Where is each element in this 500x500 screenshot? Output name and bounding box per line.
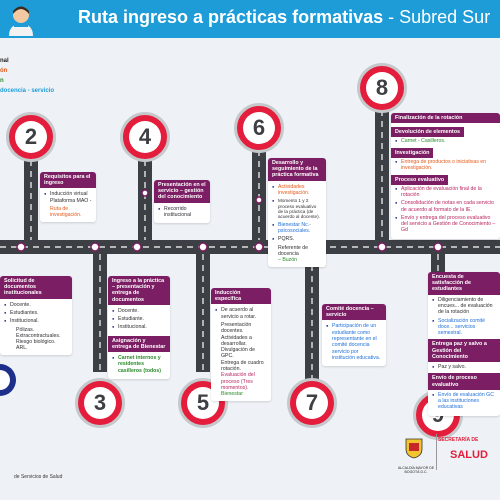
card-item: Ruta de investigación.	[50, 206, 82, 219]
card-item: Carnet internos y residentes casilleros …	[112, 355, 166, 374]
step-7-marker: 7	[287, 378, 337, 428]
card-item: Docente.	[4, 302, 68, 309]
card-subitem: Riesgo biológico.	[16, 339, 56, 346]
step-4-marker: 4	[120, 112, 170, 162]
card-subitem: ARL.	[16, 345, 28, 352]
card-step-1: Solicitud de documentos institucionales …	[0, 276, 72, 355]
card-item: Envío y entrega del proceso evaluativo d…	[395, 215, 496, 234]
card-item: Diligenciamiento de encues... de evaluac…	[432, 297, 496, 316]
card-item: Bienestar Nc.-psicosociales.	[272, 222, 322, 235]
card-header: Devolución de elementos	[391, 127, 465, 138]
card-header: Finalización de la rotación	[391, 113, 500, 124]
card-item: De acuerdo al servicio a rotar.	[215, 307, 267, 320]
card-item: Paz y salvo.	[432, 364, 496, 371]
alcaldia-label: ALCALDÍA MAYOR DE BOGOTÁ D.C.	[397, 466, 435, 474]
card-item: Consolidación de notas en cada servicio …	[395, 200, 496, 213]
card-subitem: Pólizas.	[16, 326, 35, 333]
card-subitem: Bienestar	[221, 391, 243, 398]
card-header: Desarrollo y seguimiento de la práctica …	[268, 158, 326, 181]
card-step-6: Desarrollo y seguimiento de la práctica …	[268, 158, 326, 267]
card-step-3: Ingreso a la práctica – presentación y e…	[108, 276, 170, 379]
card-item: Carnet - Casilleros.	[395, 138, 496, 145]
card-item: Socialización comité doce... servicios s…	[432, 318, 496, 337]
card-item: Recorrido institucional	[158, 206, 206, 219]
card-item: Estudiante.	[112, 316, 166, 323]
card-header: Comité docencia – servicio	[322, 304, 386, 321]
card-step-5: Inducción específica De acuerdo al servi…	[211, 288, 271, 401]
card-header: Investigación	[391, 147, 434, 158]
card-header: Asignación y entrega de Bienestar	[108, 335, 170, 353]
step-6-marker: 6	[234, 103, 284, 153]
card-item: Envío de evaluación GC a las institucion…	[432, 392, 496, 411]
card-item: Estudiantes.	[4, 310, 68, 317]
card-subitem: Actividades a desarrollar.	[221, 334, 252, 347]
card-step-8: Finalización de la rotación Devolución d…	[391, 113, 500, 239]
card-header: Solicitud de documentos institucionales	[0, 276, 72, 299]
card-item: Entrega de productos o iniciativas en in…	[395, 159, 496, 172]
legend-item: nal	[0, 58, 9, 64]
card-item: – Buzón	[278, 257, 298, 264]
card-header: Inducción específica	[211, 288, 271, 305]
card-item: Referente de docencia	[278, 244, 308, 258]
card-header: Entrega paz y salvo a Gestión del Conoci…	[428, 339, 500, 362]
card-header: Presentación en el servicio – gestión de…	[154, 180, 210, 203]
page-title: Ruta ingreso a prácticas formativas - Su…	[78, 7, 491, 27]
card-step-7: Comité docencia – servicio Participación…	[322, 304, 386, 367]
card-header: Ingreso a la práctica – presentación y e…	[108, 276, 170, 305]
salud-label: SALUD	[450, 449, 488, 461]
step-8-marker: 8	[357, 63, 407, 113]
card-item: Inducción virtual Plataforma MAO -	[44, 191, 92, 204]
legend-item: ón	[0, 68, 8, 74]
bogota-seal-logo	[405, 438, 423, 459]
card-header: Proceso evaluativo	[391, 174, 449, 185]
step-3-marker: 3	[75, 378, 125, 428]
card-step-4: Presentación en el servicio – gestión de…	[154, 180, 210, 224]
card-subitem: Presentación docentes.	[221, 322, 252, 335]
card-header: Requisitos para el ingreso	[40, 172, 96, 189]
secretaria-label: SECRETARÍA DE	[438, 437, 479, 443]
legend-item: docencia - servicio	[0, 88, 55, 94]
card-step-9: Encuesta de satisfacción de estudiantes …	[428, 272, 500, 416]
card-step-2: Requisitos para el ingreso Inducción vir…	[40, 172, 96, 222]
card-subitem: Entrega de cuadro rotación.	[221, 359, 264, 373]
card-item: Docente.	[112, 308, 166, 315]
step-2-marker: 2	[6, 112, 56, 162]
card-item: Actividades investigación.	[272, 184, 322, 197]
card-item: Participación de un estudiante como repr…	[326, 323, 382, 361]
header-banner	[0, 0, 500, 38]
card-header: Encuesta de satisfacción de estudiantes	[428, 272, 500, 295]
card-subitem: Divulgación de GPC.	[221, 347, 256, 360]
card-item: Institucional.	[4, 318, 68, 325]
card-subitem: Evaluación del proceso (Tres momentos).	[221, 372, 255, 391]
card-subitem: Extracontractuales.	[16, 332, 61, 339]
card-item: Institucional.	[112, 324, 166, 331]
footer-text: de Servicios de Salud	[14, 474, 63, 480]
logo-divider	[436, 434, 437, 470]
avatar-icon	[9, 6, 33, 36]
card-item: PQRS.	[272, 236, 322, 243]
legend: nal ón n docencia - servicio	[0, 56, 54, 96]
legend-item: n	[0, 78, 4, 84]
card-item: Aplicación de evaluación final de la rot…	[395, 186, 496, 199]
card-header: Envío de proceso evaluativo	[428, 373, 500, 390]
card-item: Momento 1 y 2 proceso evaluativo de la p…	[272, 198, 322, 220]
